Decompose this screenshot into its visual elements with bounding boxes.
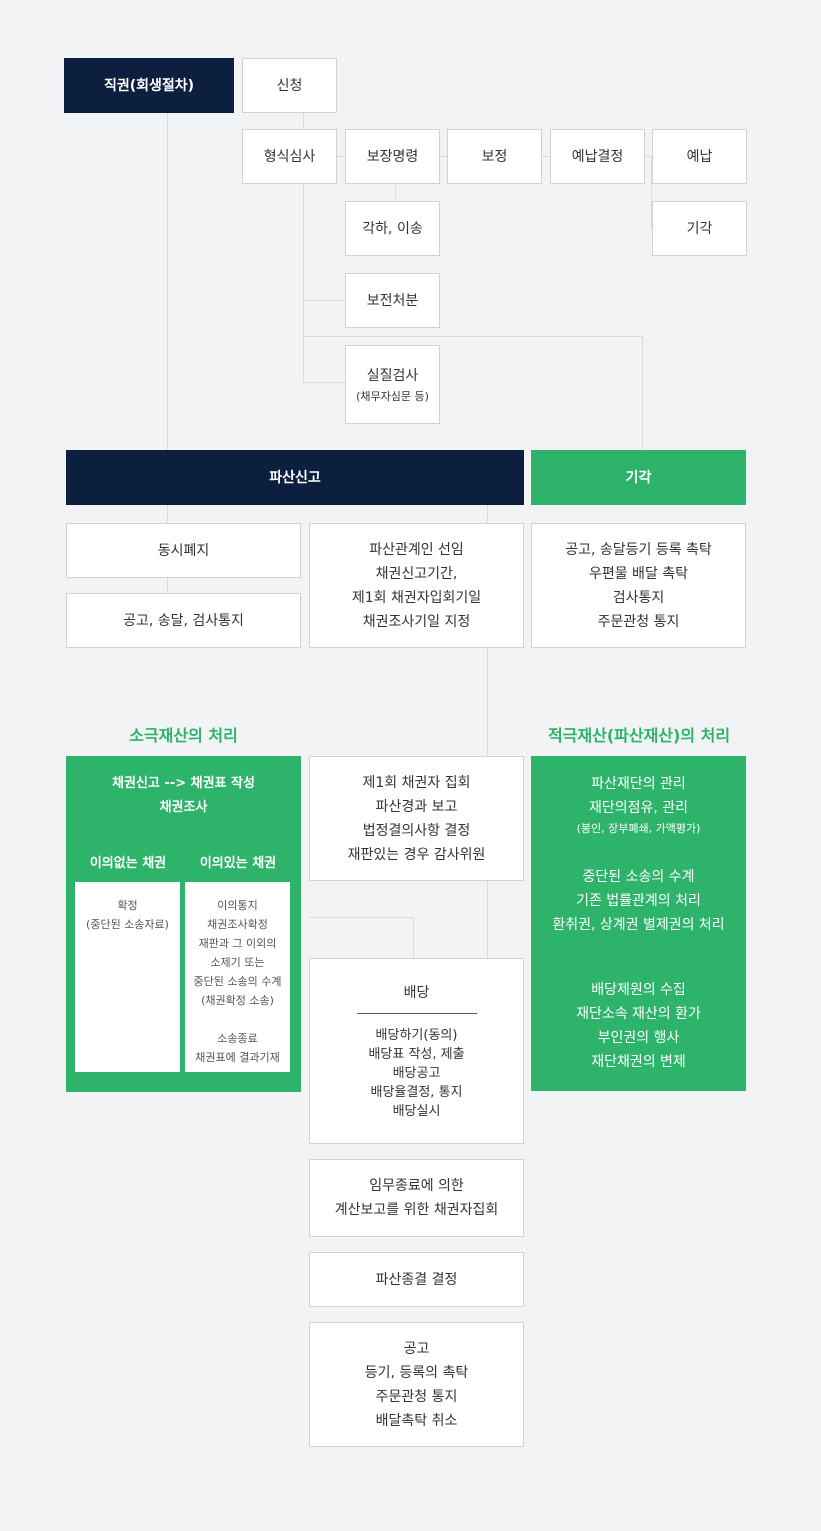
siljil-sub-label: (채무자심문 등) (356, 389, 429, 403)
connector-line (439, 156, 447, 157)
line: 채권조사기일 지정 (362, 613, 471, 630)
right-section-title: 적극재산(파산재산)의 처리 (547, 726, 731, 745)
left-section-title: 소극재산의 처리 (129, 726, 238, 745)
col2-box: 이의통지 채권조사확정 재판과 그 이외의 소제기 또는 중단된 소송의 수계 … (185, 882, 290, 1072)
line: 채권신고기간, (375, 565, 458, 582)
dongsi-node: 동시폐지 (66, 523, 301, 578)
final-node: 공고 등기, 등록의 촉탁 주문관청 통지 배달촉탁 취소 (309, 1322, 524, 1447)
line: 계산보고를 위한 채권자집회 (334, 1202, 499, 1218)
line: 파산관계인 선임 (369, 541, 464, 558)
line: 배당표 작성, 제출 (368, 1047, 465, 1062)
line: 법정결의사항 결정 (362, 822, 471, 839)
line-sub: (봉인, 장부폐쇄, 가액평가) (576, 822, 701, 835)
pasan-bar: 파산신고 (66, 450, 524, 505)
baedang-divider (356, 1013, 477, 1014)
line: 제1회 채권자입회기일 (351, 589, 482, 606)
connector-line (303, 382, 345, 383)
connector-line (335, 156, 345, 157)
line: 기존 법률관계의 처리 (576, 893, 701, 909)
first-meeting-node: 제1회 채권자 집회 파산경과 보고 법정결의사항 결정 재판있는 경우 감사위… (309, 756, 524, 881)
right-group-2: 중단된 소송의 수계 기존 법률관계의 처리 환취권, 상계권 별제권의 처리 (531, 865, 746, 937)
line: 배달촉탁 취소 (375, 1412, 458, 1429)
line: 파산경과 보고 (375, 798, 458, 815)
connector-line (644, 156, 652, 157)
line: 배당공고 (392, 1066, 441, 1081)
line: 파산재단의 관리 (591, 776, 686, 792)
connector-line (413, 917, 414, 958)
yenap-node: 예납 (652, 129, 747, 184)
jonggyeol-node: 파산종결 결정 (309, 1252, 524, 1307)
line: 주문관청 통지 (597, 613, 680, 630)
gakha-node: 각하, 이송 (345, 201, 440, 256)
line: 배당실시 (392, 1104, 441, 1119)
connector-line (651, 156, 652, 228)
line: 제1회 채권자 집회 (362, 774, 471, 791)
connector-line (309, 917, 414, 918)
right-group-1: 파산재단의 관리 재단의점유, 관리 (봉인, 장부폐쇄, 가액평가) (531, 772, 746, 838)
line: 재판있는 경우 감사위원 (347, 846, 486, 863)
bojeon-node: 보전처분 (345, 273, 440, 328)
connector-line (395, 183, 396, 201)
sincheong-node: 신청 (242, 58, 337, 113)
line: 등기, 등록의 촉탁 (364, 1364, 469, 1381)
connector-line (303, 300, 345, 301)
col1-title: 이의없는 채권 (89, 856, 167, 871)
connector-line (167, 113, 168, 450)
left-panel-head1: 채권신고 --> 채권표 작성 (112, 776, 255, 791)
immu-node: 임무종료에 의한 계산보고를 위한 채권자집회 (309, 1159, 524, 1237)
siljil-label: 실질검사 (366, 367, 419, 384)
line: 배당제원의 수집 (591, 982, 686, 998)
baedang-node: 배당 배당하기(동의) 배당표 작성, 제출 배당공고 배당율결정, 통지 배당… (309, 958, 524, 1144)
right-group-3: 배당제원의 수집 재단소속 재산의 환가 부인권의 행사 재단채권의 변제 (531, 978, 746, 1074)
line: 배당율결정, 통지 (370, 1085, 463, 1100)
connector-line (541, 156, 550, 157)
yenap-gyeoljeong-node: 예납결정 (550, 129, 645, 184)
col1-box: 확정 (중단된 소송자료) (75, 882, 180, 1072)
connector-line (303, 336, 642, 337)
col2-title: 이의있는 채권 (199, 856, 277, 871)
line: 임무종료에 의한 (369, 1178, 464, 1194)
line: 부인권의 행사 (597, 1030, 680, 1046)
line: 재단의점유, 관리 (588, 800, 689, 816)
jikgwon-node: 직권(회생절차) (64, 58, 234, 113)
line: 우편물 배달 촉탁 (588, 565, 689, 582)
connector-line (487, 505, 488, 523)
gigak-small-node: 기각 (652, 201, 747, 256)
siljil-node: 실질검사 (채무자심문 등) (345, 345, 440, 424)
line: 재단채권의 변제 (591, 1054, 686, 1070)
notification-node: 공고, 송달등기 등록 촉탁 우편물 배달 촉탁 검사통지 주문관청 통지 (531, 523, 746, 648)
connector-line (642, 336, 643, 450)
connector-line (487, 648, 488, 756)
line: 공고, 송달등기 등록 촉탁 (565, 541, 712, 558)
line: 배당하기(동의) (375, 1028, 458, 1043)
left-panel-head2: 채권조사 (159, 800, 208, 815)
line: 공고 (403, 1340, 430, 1357)
gonggo-node: 공고, 송달, 검사통지 (66, 593, 301, 648)
line: 환취권, 상계권 별제권의 처리 (552, 917, 725, 933)
bojeong-node: 보정 (447, 129, 542, 184)
right-panel: 파산재단의 관리 재단의점유, 관리 (봉인, 장부폐쇄, 가액평가) 중단된 … (531, 756, 746, 1091)
connector-line (303, 113, 304, 383)
line: 검사통지 (612, 589, 665, 606)
line: 주문관청 통지 (375, 1388, 458, 1405)
line: 중단된 소송의 수계 (582, 869, 695, 885)
line: 재단소속 재산의 환가 (576, 1006, 701, 1022)
appointment-node: 파산관계인 선임 채권신고기간, 제1회 채권자입회기일 채권조사기일 지정 (309, 523, 524, 648)
baedang-title: 배당 (403, 985, 430, 1001)
connector-line (487, 881, 488, 958)
bojang-node: 보장명령 (345, 129, 440, 184)
hyeongsik-node: 형식심사 (242, 129, 337, 184)
gigak-bar: 기각 (531, 450, 746, 505)
left-panel: 채권신고 --> 채권표 작성 채권조사 이의없는 채권 이의있는 채권 확정 … (66, 756, 301, 1092)
